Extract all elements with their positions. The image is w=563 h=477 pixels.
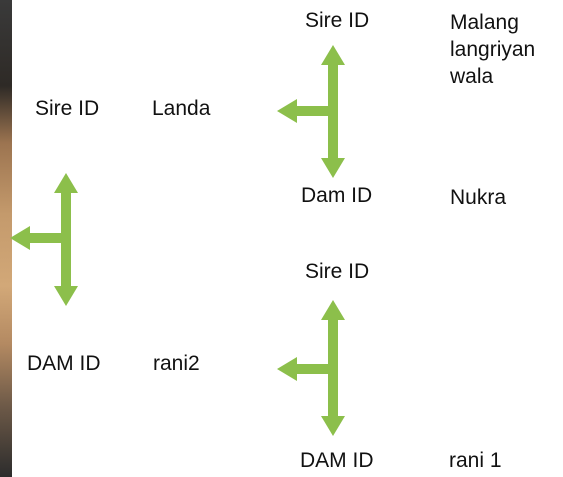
top-connector-up-head (321, 45, 345, 65)
top-connector-left-head (277, 99, 297, 123)
bottom-connector-branch (297, 364, 328, 374)
top-right-dam-label: Dam ID (301, 184, 373, 207)
left-connector-branch (30, 233, 61, 243)
left-dam-label: DAM ID (27, 352, 101, 375)
left-connector-down-head (54, 286, 78, 306)
top-right-sire-label: Sire ID (305, 9, 370, 32)
top-right-dam-value: Nukra (450, 186, 507, 209)
left-connector-arrow (10, 173, 78, 306)
left-sire-value: Landa (152, 97, 211, 120)
bottom-connector-down-head (321, 416, 345, 436)
background-photo-edge (0, 0, 12, 477)
bottom-connector-shaft (328, 320, 338, 416)
top-connector-down-head (321, 158, 345, 178)
bottom-connector-up-head (321, 300, 345, 320)
bottom-connector-left-head (277, 357, 297, 381)
bottom-right-dam-value: rani 1 (449, 449, 502, 472)
top-connector-branch (297, 106, 328, 116)
bottom-right-sire-label: Sire ID (305, 260, 370, 283)
left-connector-left-head (10, 226, 30, 250)
top-right-sire-value: Malang langriyan wala (450, 11, 536, 88)
bottom-right-connector-arrow (277, 300, 345, 436)
left-dam-value: rani2 (153, 352, 200, 375)
left-sire-label: Sire ID (35, 97, 100, 120)
top-right-connector-arrow (277, 45, 345, 178)
bottom-right-dam-label: DAM ID (300, 449, 374, 472)
top-connector-shaft (328, 65, 338, 158)
left-connector-shaft (61, 193, 71, 286)
left-connector-up-head (54, 173, 78, 193)
